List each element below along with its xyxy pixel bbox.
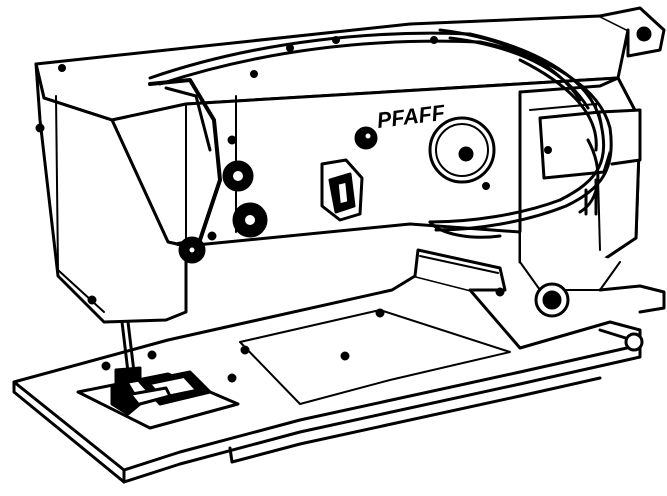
stitch-width-dial [428, 116, 496, 184]
lower-housing [519, 231, 666, 318]
presser-foot [110, 320, 172, 416]
knee-lift-rod [598, 328, 644, 352]
tension-knobs [178, 135, 268, 264]
thread-strands [148, 28, 613, 239]
stitch-regulator [320, 126, 378, 222]
